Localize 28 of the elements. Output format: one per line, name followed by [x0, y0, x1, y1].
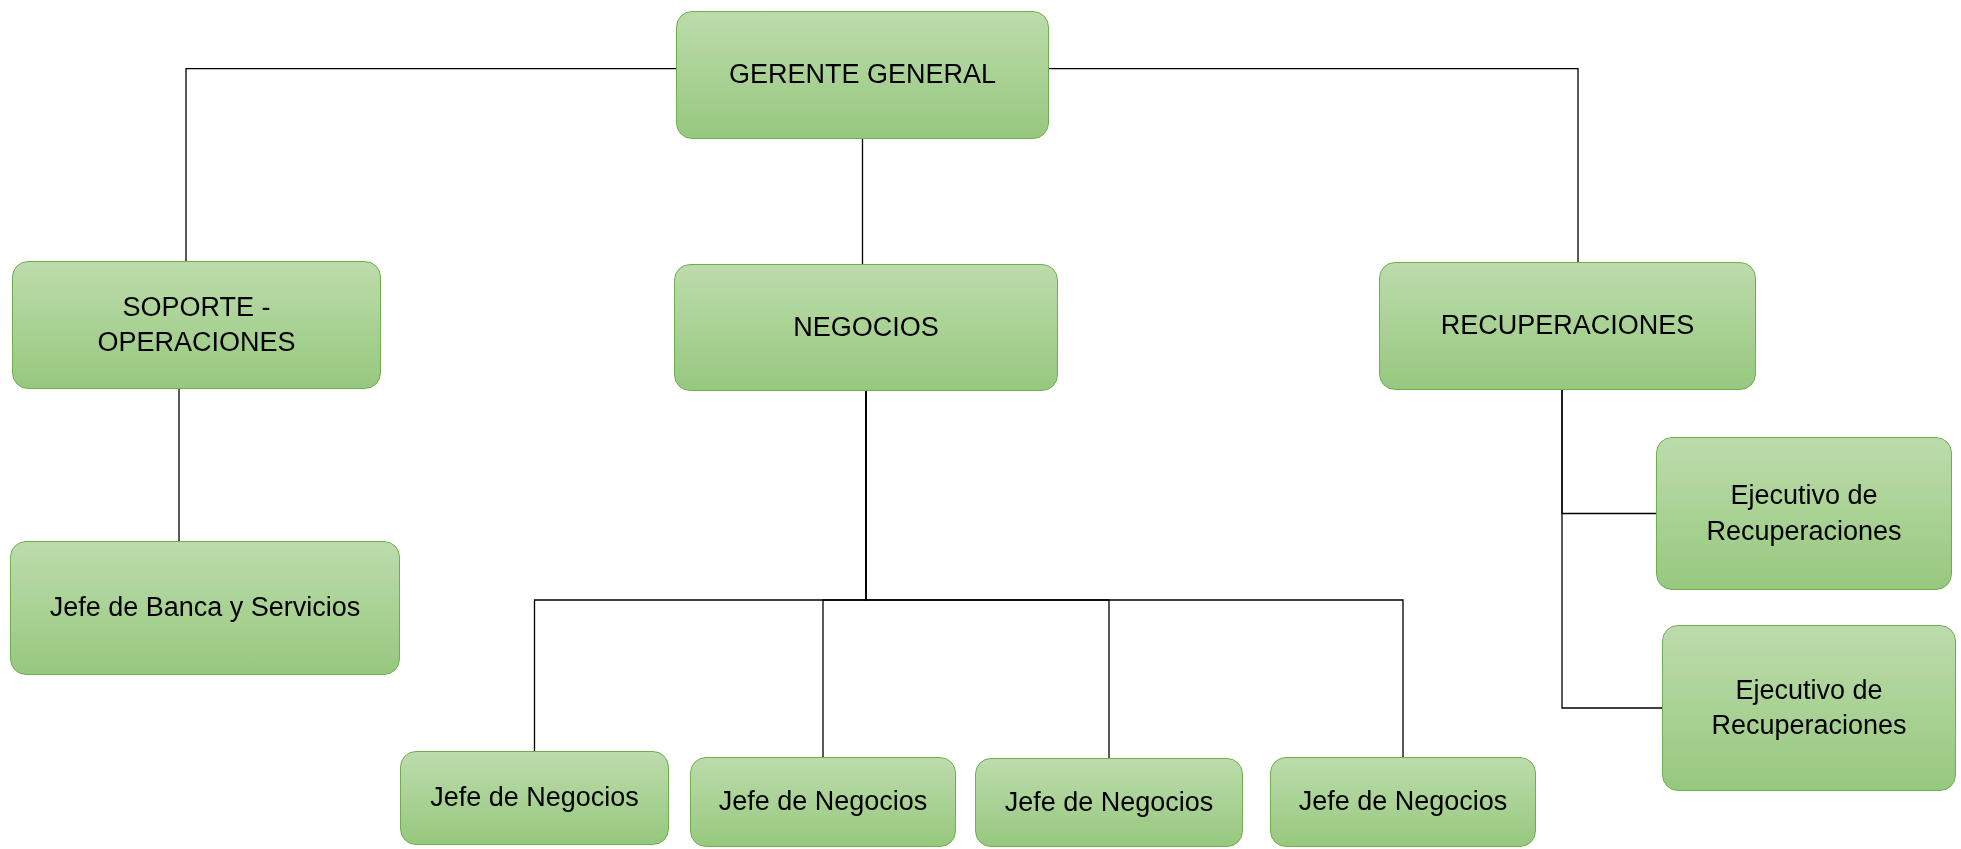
org-box [12, 261, 381, 389]
role-label: GERENTE GENERAL [728, 58, 997, 92]
org-box [400, 751, 669, 845]
role-label: Ejecutivo de Recuperaciones [1710, 673, 1908, 742]
role-label: NEGOCIOS [793, 310, 939, 344]
role-label: SOPORTE - OPERACIONES [96, 290, 297, 359]
org-box [975, 758, 1243, 847]
role-label: Jefe de Negocios [1004, 785, 1214, 819]
role-label: Jefe de Negocios [718, 785, 928, 819]
role-label: Jefe de Banca y Servicios [49, 591, 361, 625]
org-box [676, 11, 1049, 139]
role-label: Jefe de Negocios [1298, 785, 1508, 819]
connector-line [1048, 67, 1579, 263]
connector-line [861, 138, 864, 265]
org-box [674, 264, 1058, 391]
connector-line [178, 388, 180, 542]
role-label: RECUPERACIONES [1440, 309, 1695, 343]
org-box [1270, 757, 1536, 847]
org-box [690, 757, 956, 847]
role-label: Ejecutivo de Recuperaciones [1705, 479, 1903, 548]
connector-line [865, 390, 1404, 758]
org-box [1656, 437, 1952, 590]
connector-line [185, 67, 677, 262]
org-box [10, 541, 400, 675]
connector-line [1561, 389, 1663, 709]
org-box [1379, 262, 1756, 390]
org-box [1662, 625, 1956, 791]
role-label: Jefe de Negocios [430, 781, 639, 815]
